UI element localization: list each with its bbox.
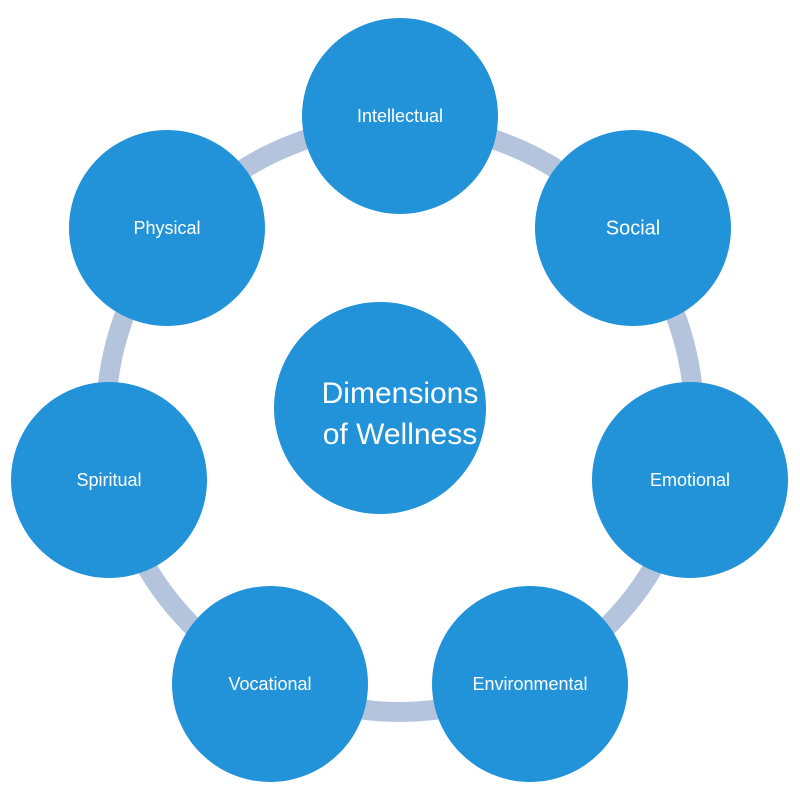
dimension-circle bbox=[535, 130, 731, 326]
dimension-circle bbox=[432, 586, 628, 782]
dimension-label: Environmental bbox=[472, 674, 587, 694]
dimension-node-emotional: Emotional bbox=[592, 382, 788, 578]
dimension-label: Emotional bbox=[650, 470, 730, 490]
dimension-node-physical: Physical bbox=[69, 130, 265, 326]
dimension-circle bbox=[11, 382, 207, 578]
dimension-label: Social bbox=[606, 217, 660, 239]
center-node: Dimensions of Wellness bbox=[274, 302, 486, 514]
dimension-label: Vocational bbox=[228, 674, 311, 694]
dimension-node-environmental: Environmental bbox=[432, 586, 628, 782]
center-circle bbox=[274, 302, 486, 514]
center-title-line1: Dimensions bbox=[322, 377, 479, 410]
center-title-line2: of Wellness bbox=[323, 418, 478, 451]
dimension-node-intellectual: Intellectual bbox=[302, 18, 498, 214]
dimension-circle bbox=[172, 586, 368, 782]
dimension-label: Spiritual bbox=[76, 470, 141, 490]
dimension-node-social: Social bbox=[535, 130, 731, 326]
dimension-label: Physical bbox=[133, 218, 200, 238]
dimension-node-spiritual: Spiritual bbox=[11, 382, 207, 578]
dimension-label: Intellectual bbox=[357, 106, 443, 126]
dimension-circle bbox=[302, 18, 498, 214]
dimension-circle bbox=[592, 382, 788, 578]
dimension-node-vocational: Vocational bbox=[172, 586, 368, 782]
dimension-circle bbox=[69, 130, 265, 326]
